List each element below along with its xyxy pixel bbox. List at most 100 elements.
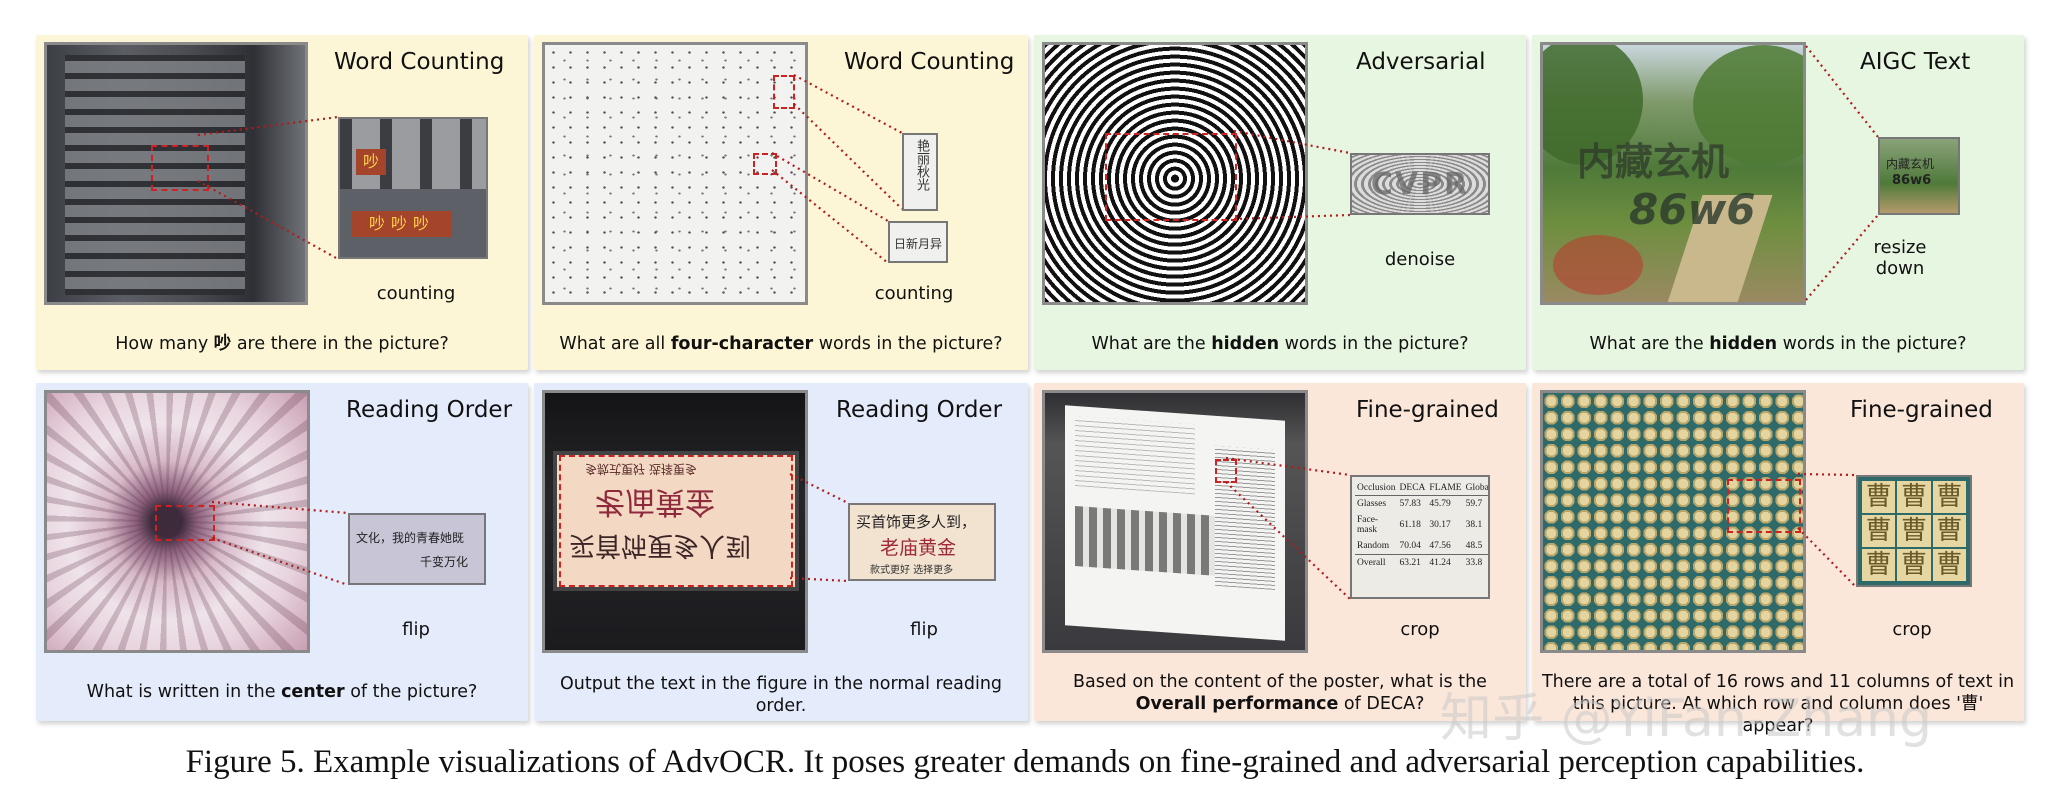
- operation-label: crop: [1400, 619, 1440, 640]
- panel-reading-order-2: Reading Order 多款式更好 选择更多 老庙黄金 买首饰更多人到 买首…: [534, 383, 1028, 721]
- zoom-thumbnail-1: 艳丽秋光: [902, 133, 938, 211]
- word-thumb-text: 日新月异: [894, 237, 943, 251]
- zoom-thumbnail-table: Occlusion DECA FLAME Global+Local Glasse…: [1350, 475, 1490, 599]
- table-cell: 38.1: [1465, 520, 1483, 530]
- operation-label: flip: [402, 619, 430, 640]
- panel-title: Fine-grained: [1356, 397, 1499, 423]
- table-header-cell: FLAME: [1427, 481, 1464, 496]
- table-cell: Glasses: [1357, 499, 1387, 509]
- operation-label: crop: [1892, 619, 1932, 640]
- table-cell: Face-mask: [1357, 515, 1379, 535]
- panel-title: Reading Order: [836, 397, 1003, 423]
- table-cell: 41.24: [1427, 554, 1464, 571]
- zoom-thumbnail: 吵 吵吵吵: [338, 117, 488, 259]
- grid-char: 曹: [1862, 481, 1896, 513]
- figure-caption: Figure 5. Example visualizations of AdvO…: [185, 744, 1865, 780]
- lightbox-sign-image: 多款式更好 选择更多 老庙黄金 买首饰更多人到: [542, 390, 808, 653]
- panel-reading-order-1: Reading Order 文化，我的青春她既 千变万化 flip What i…: [36, 383, 528, 721]
- grid-char: 曹: [1932, 481, 1966, 513]
- question-text: There are a total of 16 rows and 11 colu…: [1541, 672, 2015, 736]
- highlight-box-1: [773, 75, 795, 109]
- table-cell: 57.83: [1399, 499, 1421, 509]
- panel-title: AIGC Text: [1860, 49, 1971, 75]
- thumb-line-2: 千变万化: [420, 555, 469, 569]
- panel-word-counting-2: Word Counting 艳丽秋光 日新月异 counting What ar…: [534, 35, 1028, 370]
- table-header-row: Occlusion DECA FLAME Global+Local: [1355, 481, 1488, 496]
- thumb-line-1: 文化，我的青春她既: [356, 531, 465, 545]
- highlight-box: [1105, 133, 1237, 221]
- table-header-cell: DECA: [1397, 481, 1428, 496]
- hidden-text-2: 86w6: [1629, 185, 1756, 234]
- grid-char: 曹: [1897, 549, 1931, 581]
- thumb-line-3: 款式更好 选择更多: [870, 565, 954, 576]
- grid-char: 曹: [1862, 515, 1896, 547]
- question-text: What is written in the center of the pic…: [86, 682, 478, 702]
- question-text: What are the hidden words in the picture…: [1589, 334, 1967, 354]
- panel-title: Fine-grained: [1850, 397, 1993, 423]
- question-text: What are the hidden words in the picture…: [1091, 334, 1469, 354]
- question-text: Output the text in the figure in the nor…: [559, 674, 1003, 716]
- table-cell: 61.18: [1399, 520, 1421, 530]
- panel-aigc-text: AIGC Text 内藏玄机 86w6 内藏玄机 86w6 resize dow…: [1532, 35, 2024, 370]
- panel-fine-grained-1: Fine-grained Occlusion DECA FLAME Global…: [1034, 383, 1526, 721]
- thumb-line-2: 老庙黄金: [880, 537, 957, 559]
- char-grid-image: [1540, 390, 1806, 653]
- building-image: [44, 42, 308, 305]
- table-cell: 47.56: [1429, 541, 1451, 551]
- chao-char-1: 吵: [356, 149, 386, 175]
- cao-grid: 曹 曹 曹 曹 曹 曹 曹 曹 曹: [1862, 481, 1966, 581]
- grid-char: 曹: [1897, 481, 1931, 513]
- grid-char: 曹: [1862, 549, 1896, 581]
- table-cell: 30.17: [1429, 520, 1451, 530]
- table-cell: 59.7: [1465, 499, 1483, 509]
- zoom-thumbnail-2: 日新月异: [888, 221, 948, 263]
- cvpr-text: CVPR: [1370, 167, 1470, 202]
- panel-title: Word Counting: [334, 49, 505, 75]
- tunnel-text-image: [44, 390, 310, 653]
- table-row: Random 70.04 47.56 48.5: [1355, 538, 1488, 555]
- zoom-thumbnail: 买首饰更多人到， 老庙黄金 款式更好 选择更多: [848, 503, 996, 581]
- table-header-cell: Global+Local: [1463, 481, 1488, 496]
- highlight-box-2: [753, 153, 777, 175]
- question-text: What are all four-character words in the…: [559, 334, 1003, 354]
- results-table: Occlusion DECA FLAME Global+Local Glasse…: [1355, 481, 1488, 571]
- panel-word-counting-1: Word Counting 吵 吵吵吵 counting How many 吵 …: [36, 35, 528, 370]
- zoom-thumbnail: 内藏玄机 86w6: [1878, 137, 1960, 215]
- highlight-box: [1215, 459, 1237, 483]
- table-row: Overall 63.21 41.24 33.8: [1355, 554, 1488, 571]
- table-cell: 33.8: [1463, 554, 1488, 571]
- grid-char: 曹: [1897, 515, 1931, 547]
- zoom-thumbnail: 曹 曹 曹 曹 曹 曹 曹 曹 曹: [1856, 475, 1972, 587]
- zoom-thumbnail: 文化，我的青春她既 千变万化: [348, 513, 486, 585]
- grid-char: 曹: [1932, 549, 1966, 581]
- operation-label: counting: [376, 283, 456, 304]
- scattered-words-image: [542, 42, 808, 305]
- operation-label: denoise: [1384, 249, 1456, 270]
- thumb-text-2: 86w6: [1892, 173, 1932, 188]
- table-cell: Overall: [1355, 554, 1398, 571]
- operation-label: resize down: [1873, 237, 1927, 279]
- highlight-box: [151, 145, 209, 191]
- garden-path-image: 内藏玄机 86w6: [1540, 42, 1806, 305]
- table-cell: 45.79: [1429, 499, 1451, 509]
- table-cell: 48.5: [1465, 541, 1483, 551]
- thumb-line-1: 买首饰更多人到，: [856, 513, 977, 531]
- panel-adversarial: Adversarial CVPR denoise What are the hi…: [1034, 35, 1526, 370]
- thumb-text-1: 内藏玄机: [1886, 157, 1935, 171]
- highlight-box: [1727, 479, 1801, 533]
- zoom-thumbnail: CVPR: [1350, 153, 1490, 215]
- highlight-box: [155, 505, 215, 541]
- table-header-cell: Occlusion: [1355, 481, 1398, 496]
- operation-label: flip: [910, 619, 938, 640]
- operation-label: counting: [874, 283, 954, 304]
- table-cell: Random: [1357, 541, 1390, 551]
- word-thumb-text: 艳丽秋光: [914, 139, 929, 191]
- question-text: How many 吵 are there in the picture?: [115, 334, 449, 354]
- grid-char: 曹: [1932, 515, 1966, 547]
- chao-chars-row2: 吵吵吵: [352, 211, 452, 237]
- panel-title: Word Counting: [844, 49, 1015, 75]
- question-text: Based on the content of the poster, what…: [1073, 672, 1487, 714]
- hidden-text-1: 内藏玄机: [1577, 140, 1730, 184]
- panel-title: Reading Order: [346, 397, 513, 423]
- panel-title: Adversarial: [1356, 49, 1486, 75]
